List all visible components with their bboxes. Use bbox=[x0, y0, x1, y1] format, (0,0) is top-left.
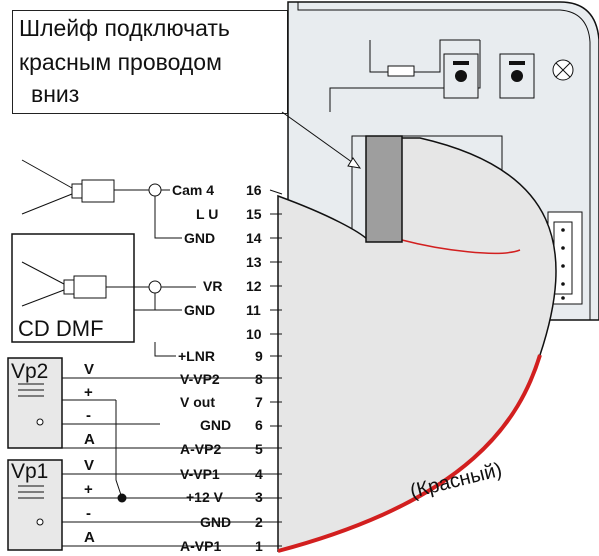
screw-icon bbox=[552, 59, 574, 81]
pin-7-label: V out bbox=[180, 394, 215, 410]
pin-11-label: GND bbox=[184, 302, 215, 318]
cd-dmf-label: CD DMF bbox=[18, 316, 104, 341]
vp1-signal-minus: - bbox=[86, 505, 91, 522]
pin-8-number: 8 bbox=[255, 371, 263, 387]
pin-6-label: GND bbox=[200, 417, 231, 433]
pin-9-number: 9 bbox=[255, 348, 263, 364]
pin-2-number: 2 bbox=[255, 514, 263, 530]
vp2-signal-minus: - bbox=[86, 407, 91, 424]
pin-12-label: VR bbox=[203, 278, 222, 294]
pin-16-label: Cam 4 bbox=[172, 182, 214, 198]
pin-10-number: 10 bbox=[246, 326, 262, 342]
note-line-3: вниз bbox=[27, 81, 84, 108]
pin-leads bbox=[269, 189, 283, 427]
pin-6-number: 6 bbox=[255, 417, 263, 433]
ribbon-cable bbox=[277, 135, 557, 553]
pin-2-label: GND bbox=[200, 514, 231, 530]
instruction-note: Шлейф подключать красным проводом вниз bbox=[12, 10, 288, 114]
pin-16-number: 16 bbox=[246, 182, 262, 198]
pin-9-label: +LNR bbox=[178, 348, 215, 364]
pin-4-number: 4 bbox=[255, 466, 263, 482]
pin-15-number: 15 bbox=[246, 206, 262, 222]
switch-right bbox=[499, 53, 535, 99]
vp1-panel: Vp1 V + - A bbox=[7, 457, 282, 551]
pin-3-label: +12 V bbox=[186, 489, 224, 505]
power-jumper bbox=[115, 400, 127, 503]
pin-8-label: V-VP2 bbox=[180, 371, 220, 387]
vp2-signal-v: V bbox=[84, 361, 94, 378]
note-line-2: красным проводом bbox=[19, 49, 222, 75]
side-connector bbox=[547, 211, 583, 305]
vp1-signal-v: V bbox=[84, 457, 94, 474]
camera-top bbox=[21, 159, 182, 239]
cd-dmf-box: CD DMF bbox=[11, 233, 196, 357]
pin-15-label: L U bbox=[196, 206, 218, 222]
vp2-signal-a: A bbox=[84, 431, 95, 448]
vp2-label: Vp2 bbox=[11, 360, 48, 383]
pin-4-label: V-VP1 bbox=[180, 466, 220, 482]
vp2-panel: Vp2 V + - A bbox=[7, 357, 282, 449]
vp1-label: Vp1 bbox=[11, 460, 48, 483]
pin-5-number: 5 bbox=[255, 441, 263, 457]
pin-1-label: A-VP1 bbox=[180, 538, 221, 554]
pin-14-label: GND bbox=[184, 230, 215, 246]
pin-12-number: 12 bbox=[246, 278, 262, 294]
pin-7-number: 7 bbox=[255, 394, 263, 410]
pin-1-number: 1 bbox=[255, 538, 263, 554]
vp2-signal-plus: + bbox=[84, 384, 93, 401]
pin-5-label: A-VP2 bbox=[180, 441, 221, 457]
pin-11-number: 11 bbox=[246, 302, 261, 318]
note-line-1: Шлейф подключать bbox=[19, 15, 230, 41]
pin-13-number: 13 bbox=[246, 254, 262, 270]
board-header-connector bbox=[365, 135, 403, 243]
pin-3-number: 3 bbox=[255, 489, 263, 505]
vp1-signal-a: A bbox=[84, 529, 95, 546]
pin-14-number: 14 bbox=[246, 230, 262, 246]
note-arrow bbox=[281, 111, 362, 169]
switch-left bbox=[443, 53, 479, 99]
red-wire bbox=[277, 354, 542, 553]
vp1-signal-plus: + bbox=[84, 481, 93, 498]
pin-labels: Cam 4 16 L U 15 GND 14 13 VR 12 GND 11 1… bbox=[172, 182, 263, 554]
